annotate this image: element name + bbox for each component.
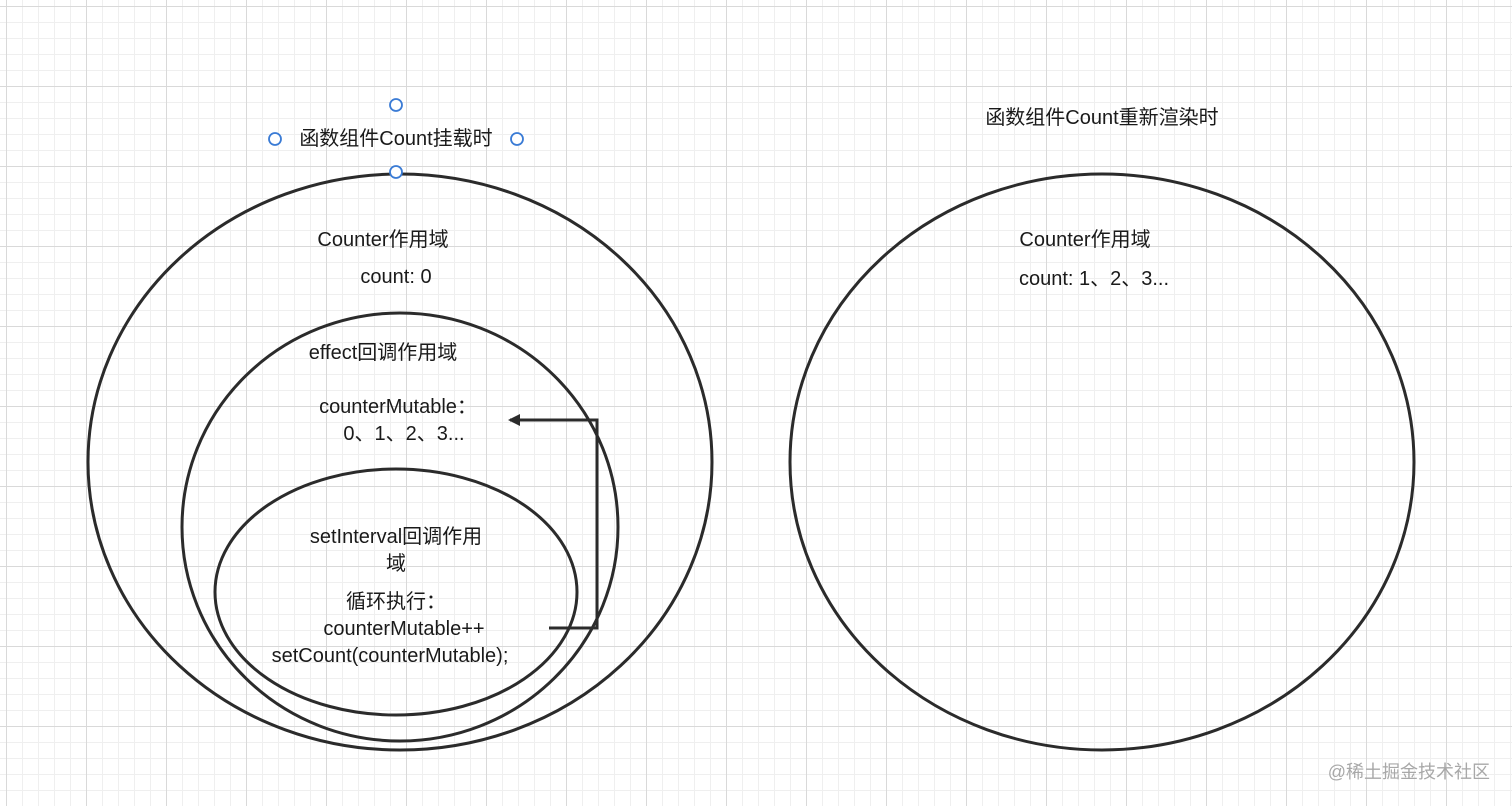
counter-mutable-values: 0、1、2、3... (343, 423, 465, 445)
selection-handle-top[interactable] (389, 98, 403, 112)
counter-scope-label-mount: Counter作用域 (317, 229, 449, 251)
mount-title[interactable]: 函数组件Count挂载时 (299, 128, 493, 150)
selection-handle-right[interactable] (510, 132, 524, 146)
counter-mutable-label: counterMutable： (319, 396, 477, 418)
count-value-rerender: count: 1、2、3... (1018, 268, 1170, 290)
code-line-setcount: setCount(counterMutable); (271, 645, 509, 667)
effect-scope-label: effect回调作用域 (308, 342, 458, 364)
count-value-mount: count: 0 (360, 266, 432, 288)
code-line-increment: counterMutable++ (323, 618, 485, 640)
counter-scope-label-rerender: Counter作用域 (1019, 229, 1151, 251)
interval-scope-label-line2: 域 (386, 553, 406, 575)
counter-scope-ellipse-rerender[interactable] (788, 172, 1416, 752)
interval-scope-ellipse[interactable] (213, 467, 579, 717)
watermark: @稀土掘金技术社区 (1327, 762, 1490, 782)
mutation-arrow[interactable] (508, 414, 599, 630)
selection-handle-left[interactable] (268, 132, 282, 146)
interval-scope-label-line1: setInterval回调作用 (309, 526, 483, 548)
effect-scope-ellipse[interactable] (180, 311, 620, 743)
rerender-title: 函数组件Count重新渲染时 (985, 107, 1219, 129)
loop-label: 循环执行： (346, 591, 446, 613)
selection-handle-bottom[interactable] (389, 165, 403, 179)
